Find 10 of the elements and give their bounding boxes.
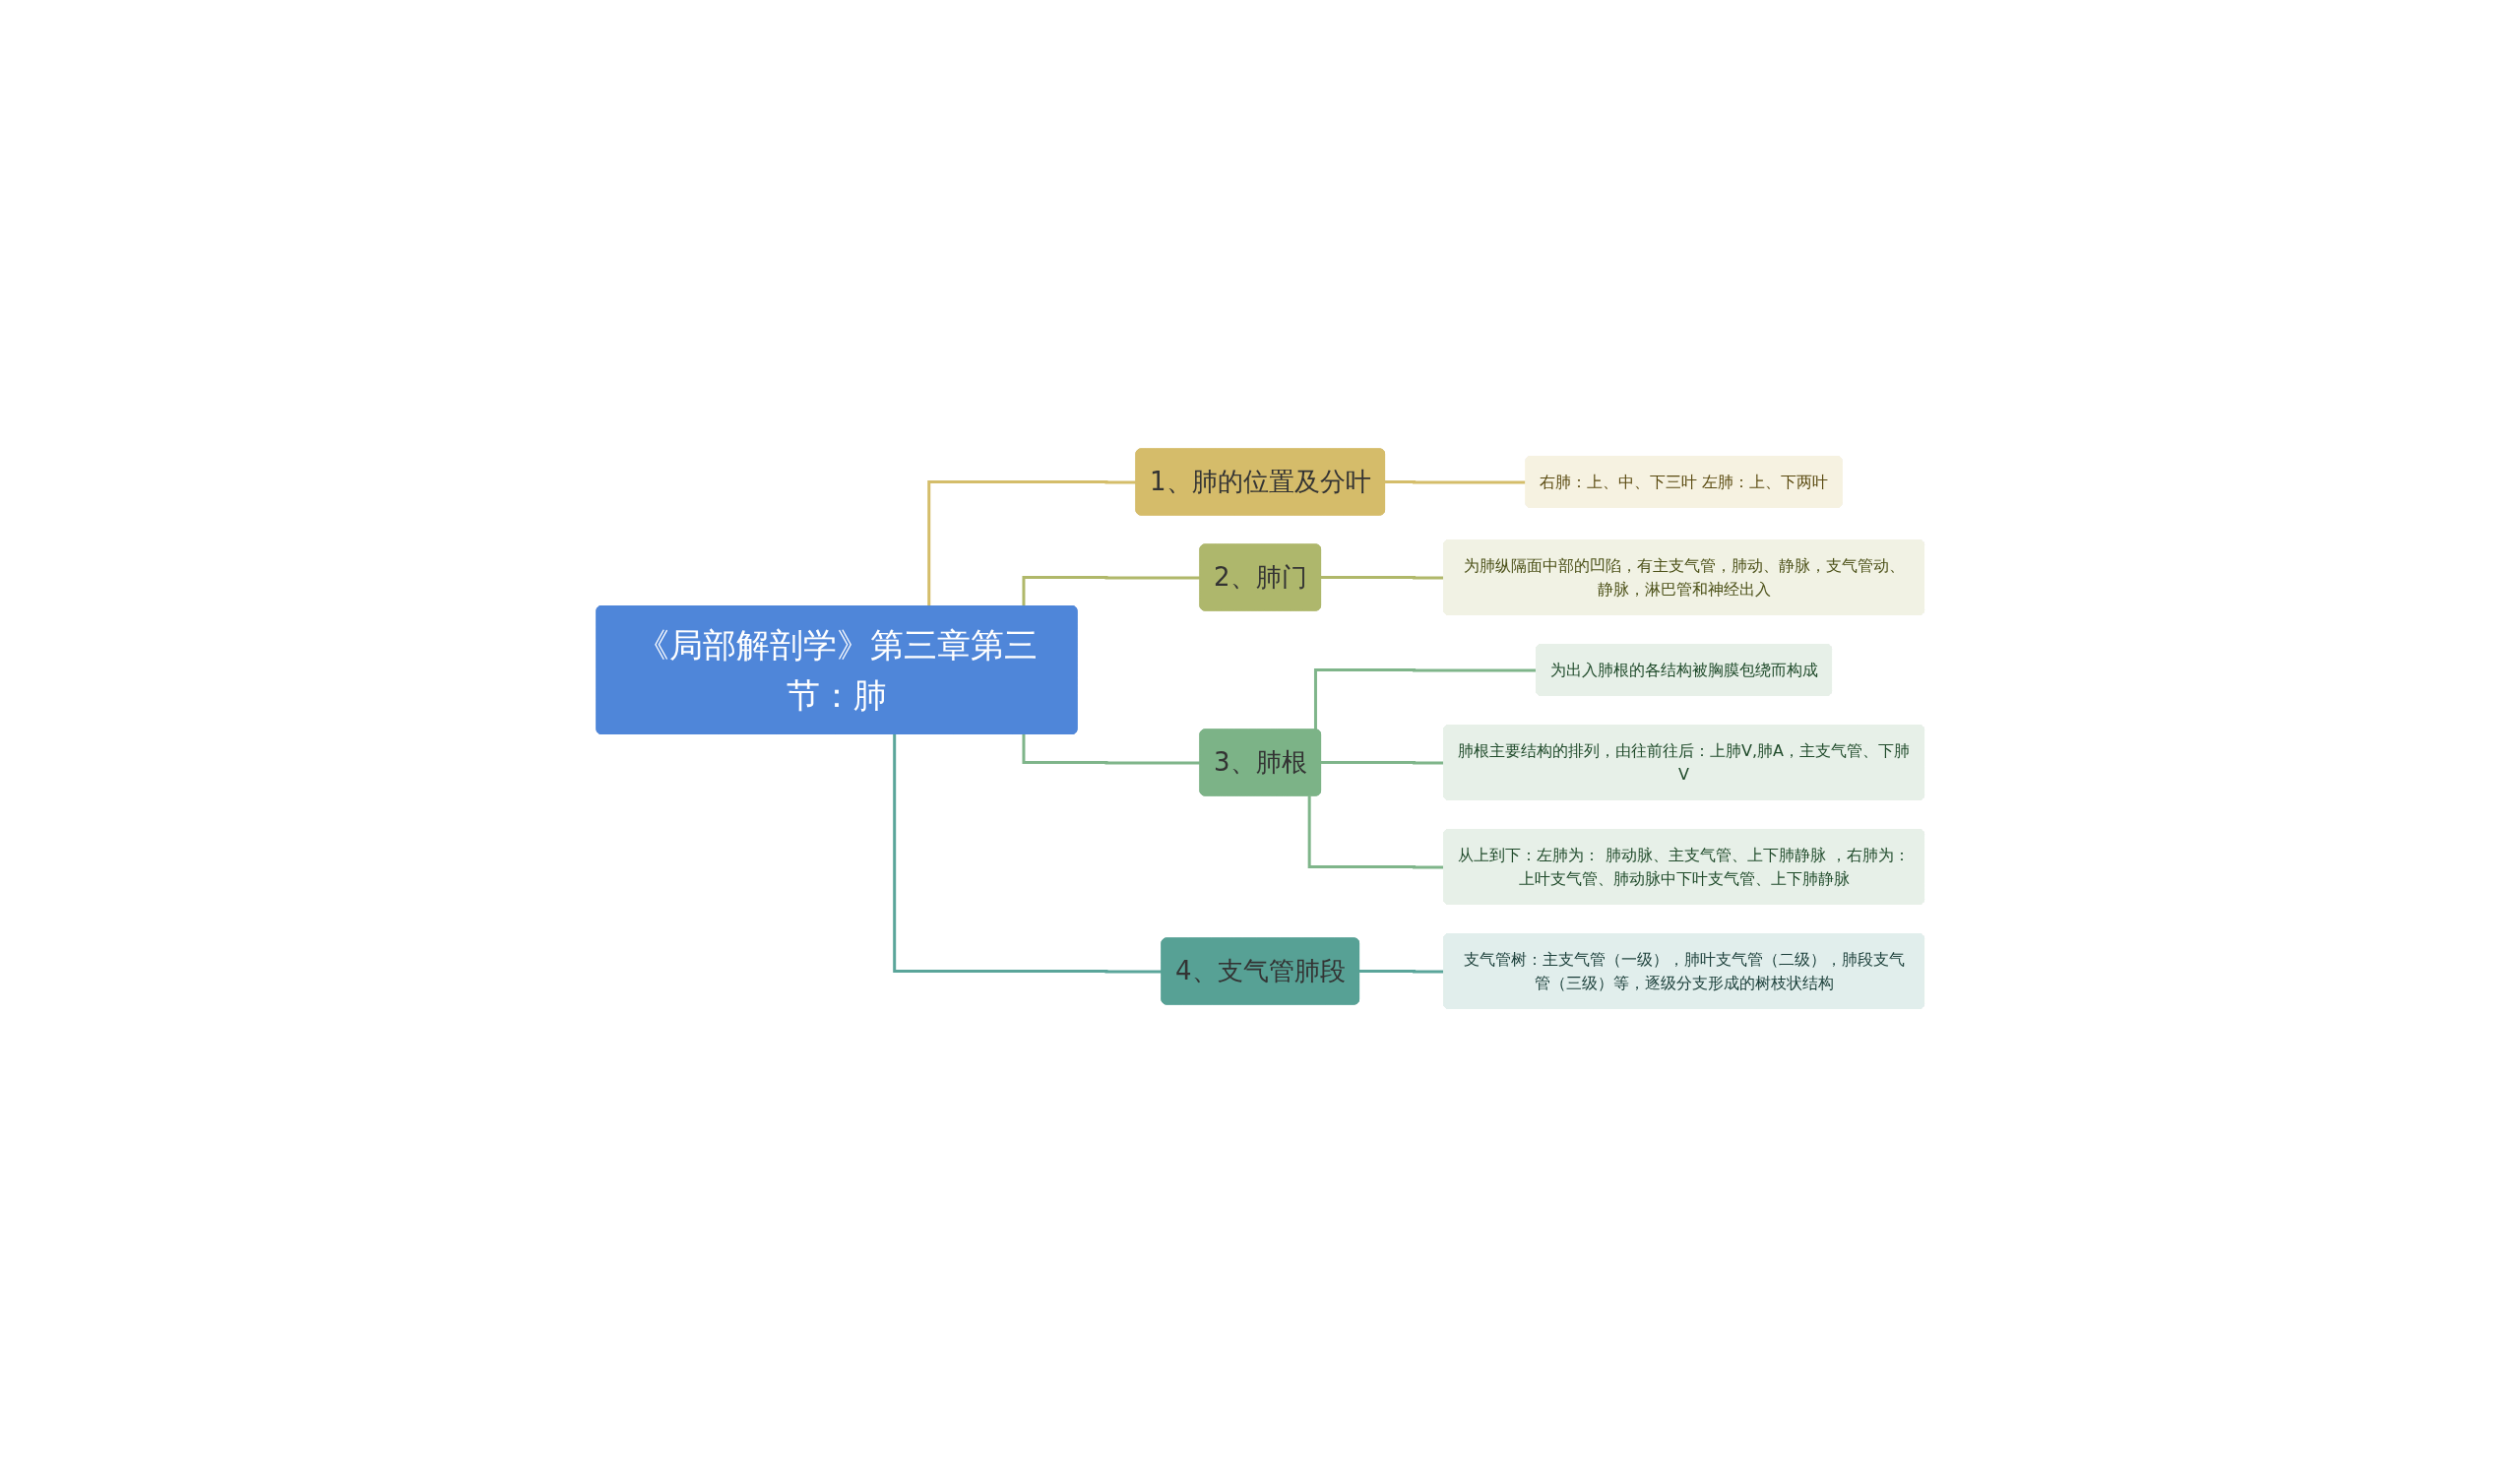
connector	[1307, 795, 1444, 869]
connector	[1357, 970, 1444, 974]
connector	[1022, 576, 1201, 607]
connector	[1319, 761, 1444, 765]
connector	[1313, 668, 1537, 730]
connector	[1319, 576, 1444, 580]
connector	[892, 734, 1163, 974]
connector	[1022, 734, 1201, 765]
connector	[1383, 480, 1527, 484]
connector	[926, 480, 1137, 607]
